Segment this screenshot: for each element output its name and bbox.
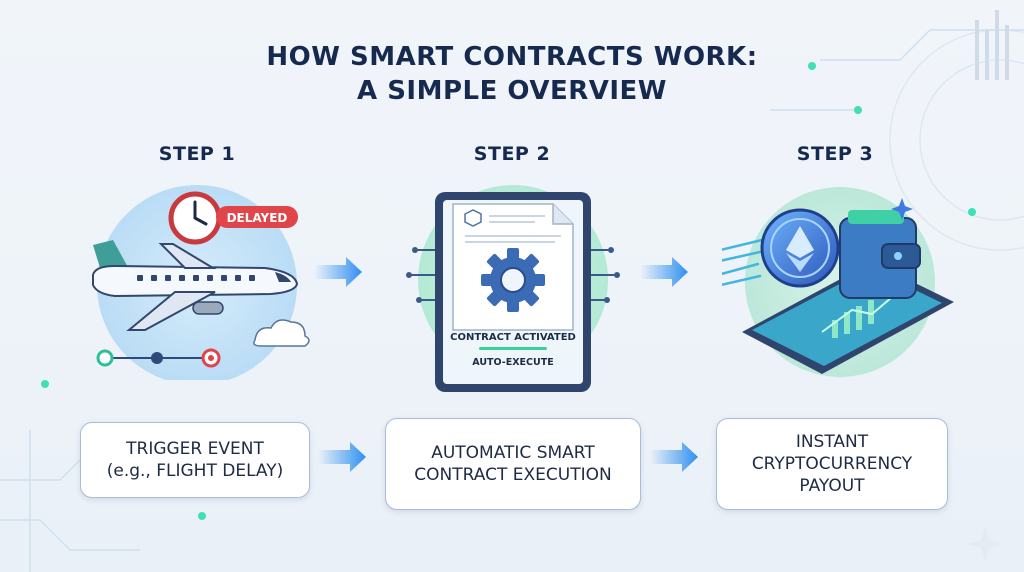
cloud-icon xyxy=(253,319,310,347)
step-3-illustration xyxy=(722,187,954,377)
step-2-description-line-1: AUTOMATIC SMART xyxy=(431,443,595,463)
airplane-icon xyxy=(92,240,299,331)
step-1-illustration: DELAYED xyxy=(92,185,310,380)
gear-icon xyxy=(481,248,545,312)
arrow-icon-box1-to-box2 xyxy=(318,442,366,472)
step-3-label: STEP 3 xyxy=(796,143,874,165)
step-3-description-line-3: PAYOUT xyxy=(799,476,865,496)
coin-icon xyxy=(760,208,840,288)
clock-icon xyxy=(168,191,222,245)
step-2-label: STEP 2 xyxy=(473,143,551,165)
step-3-description-box: INSTANT CRYPTOCURRENCY PAYOUT xyxy=(716,418,948,510)
step-2-description-line-2: CONTRACT EXECUTION xyxy=(414,465,612,485)
arrow-icon-step1-to-step2 xyxy=(314,257,362,287)
timeline-icon xyxy=(96,348,221,368)
step-1-description-line-1: TRIGGER EVENT xyxy=(126,439,264,459)
sparkle-icon xyxy=(891,198,913,220)
chart-icon xyxy=(821,291,899,338)
step-2-description-box: AUTOMATIC SMART CONTRACT EXECUTION xyxy=(385,418,641,510)
step-1-label: STEP 1 xyxy=(158,143,236,165)
step-2-illustration: CONTRACT ACTIVATED AUTO-EXECUTE xyxy=(406,185,620,392)
arrow-icon-box2-to-box3 xyxy=(650,442,698,472)
delayed-badge-text: DELAYED xyxy=(227,211,288,225)
step-1-description-box: TRIGGER EVENT (e.g., FLIGHT DELAY) xyxy=(80,422,310,498)
contract-activated-text: CONTRACT ACTIVATED xyxy=(450,332,576,343)
step-1-description-line-2: (e.g., FLIGHT DELAY) xyxy=(106,461,284,481)
wallet-icon xyxy=(839,210,921,299)
step-3-description-line-2: CRYPTOCURRENCY xyxy=(751,454,913,474)
arrow-icon-step2-to-step3 xyxy=(640,257,688,287)
step-3-description-line-1: INSTANT xyxy=(795,432,869,452)
page-title-line-1: HOW SMART CONTRACTS WORK: xyxy=(266,42,758,72)
delayed-badge: DELAYED xyxy=(216,206,298,228)
page-title-line-2: A SIMPLE OVERVIEW xyxy=(357,76,667,106)
auto-execute-text: AUTO-EXECUTE xyxy=(472,357,553,368)
